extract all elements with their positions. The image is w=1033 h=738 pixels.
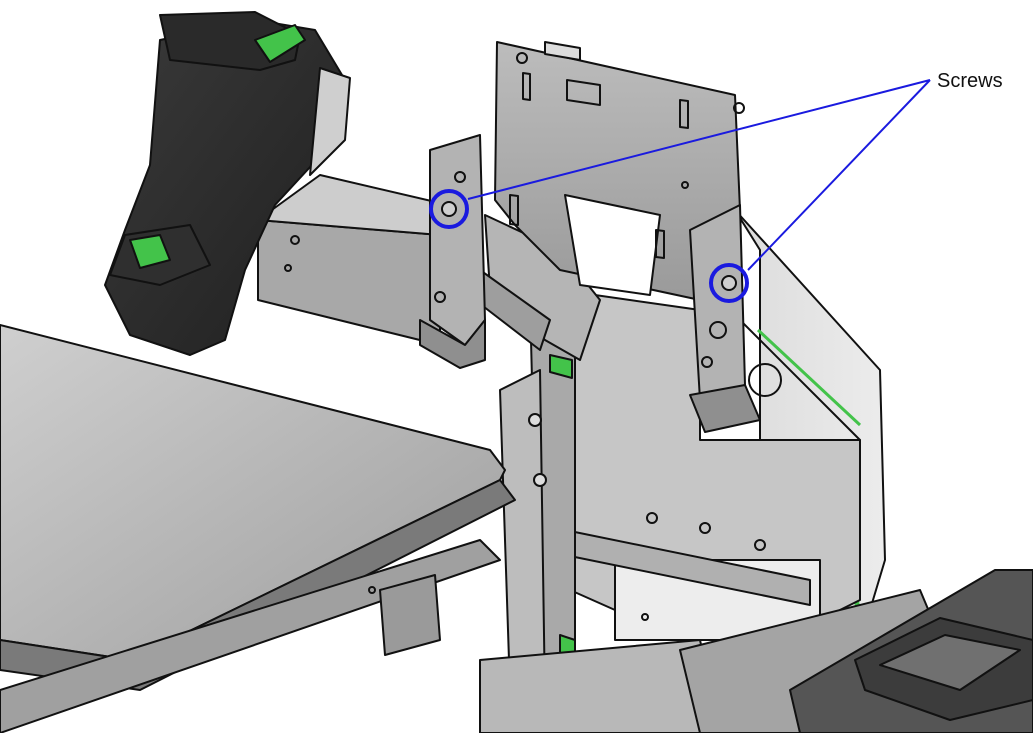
screw-highlight-left bbox=[429, 189, 469, 229]
right-side-plate bbox=[689, 204, 782, 433]
scale-platter bbox=[0, 324, 516, 734]
left-side-plate bbox=[419, 134, 486, 369]
screws-callout-label: Screws bbox=[937, 70, 1003, 92]
payment-terminal bbox=[789, 569, 1033, 734]
support-post bbox=[499, 299, 576, 701]
handheld-scanner bbox=[104, 11, 351, 356]
inner-housing bbox=[559, 289, 861, 641]
callout-leaders bbox=[467, 79, 931, 271]
mounting-bracket-plate bbox=[494, 41, 745, 301]
screw-highlight-right bbox=[709, 263, 749, 303]
